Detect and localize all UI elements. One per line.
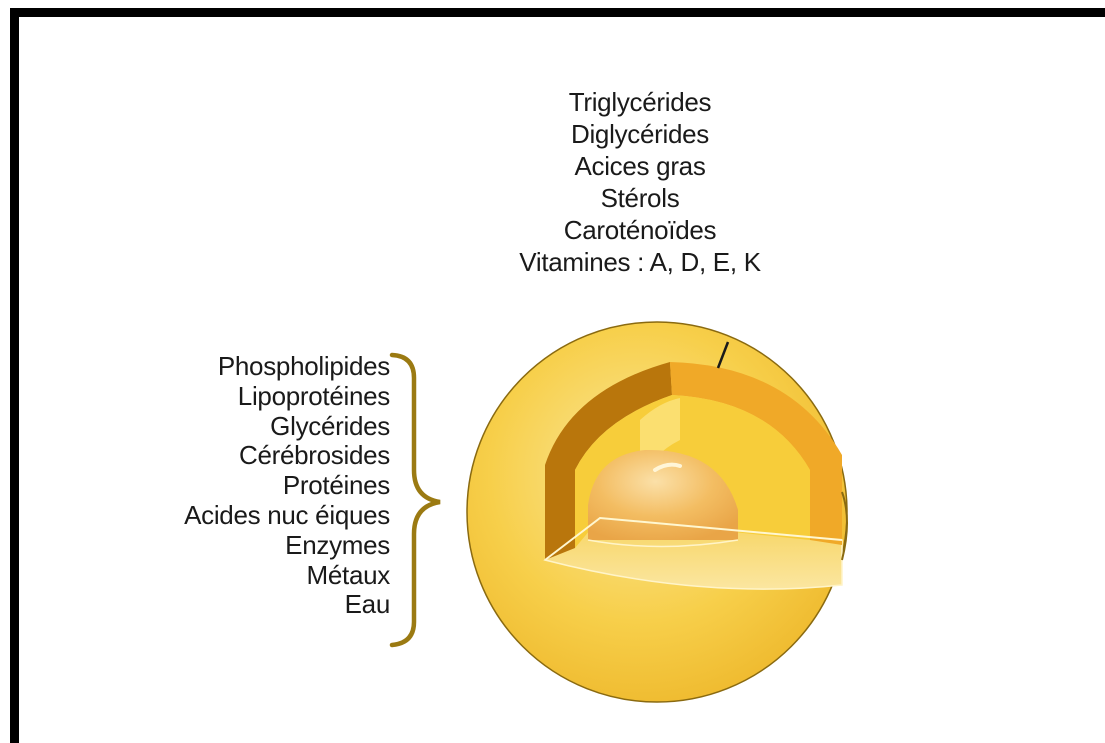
core-item-fatty-acids: Acices gras [470,150,810,182]
core-item-diglycerides: Diglycérides [470,118,810,150]
core-contents-list: Triglycérides Diglycérides Acices gras S… [470,86,810,278]
core-item-triglycerides: Triglycérides [470,86,810,118]
membrane-item-cerebrosides: Cérébrosides [100,441,390,471]
core-item-sterols: Stérols [470,182,810,214]
core-item-carotenoids: Caroténoïdes [470,214,810,246]
membrane-item-water: Eau [100,590,390,620]
membrane-item-glycerides: Glycérides [100,412,390,442]
membrane-item-phospholipids: Phospholipides [100,352,390,382]
membrane-contents-list: Phospholipides Lipoprotéines Glycérides … [100,352,390,620]
membrane-item-enzymes: Enzymes [100,531,390,561]
membrane-item-metals: Métaux [100,561,390,591]
core-item-vitamins: Vitamines : A, D, E, K [470,246,810,278]
membrane-item-lipoproteins: Lipoprotéines [100,382,390,412]
curly-bracket [392,355,440,645]
membrane-item-proteins: Protéines [100,471,390,501]
membrane-item-nucleic-acids: Acides nuc éiques [100,501,390,531]
